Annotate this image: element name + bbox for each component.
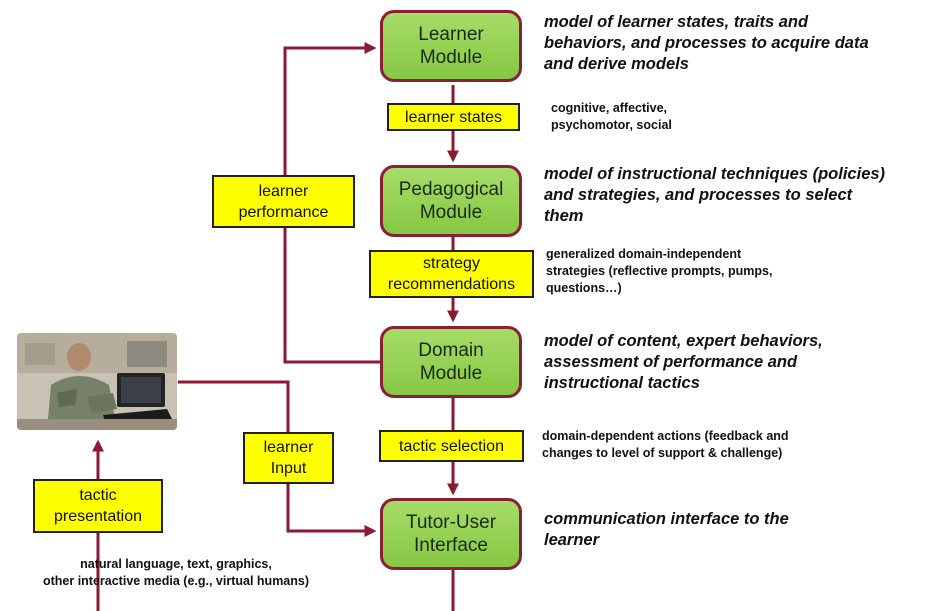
tactic-presentation-note: natural language, text, graphics, other … <box>42 557 310 588</box>
learner-photo <box>17 333 177 430</box>
domain-module-description: model of content, expert behaviors, asse… <box>544 332 823 392</box>
learner-performance-label: learner performance <box>212 175 355 228</box>
tutor-user-interface-module: Tutor-User Interface <box>380 498 522 570</box>
tactic-selection-label: tactic selection <box>379 430 524 462</box>
pedagogical-module-description: model of instructional techniques (polic… <box>544 165 886 225</box>
tactic-selection-note: domain-dependent actions (feedback and c… <box>542 429 789 460</box>
strategy-recommendations-note: generalized domain-independent strategie… <box>546 247 773 295</box>
tactic-presentation-label: tactic presentation <box>33 479 163 533</box>
learner-module-description: model of learner states, traits and beha… <box>544 13 869 73</box>
learner-input-label: learner Input <box>243 432 334 484</box>
pedagogical-module: Pedagogical Module <box>380 165 522 237</box>
learner-states-note: cognitive, affective, psychomotor, socia… <box>551 101 672 132</box>
learner-states-label: learner states <box>387 103 520 131</box>
strategy-recommendations-label: strategy recommendations <box>369 250 534 298</box>
tutor-user-description: communication interface to the learner <box>544 510 789 549</box>
learner-module: Learner Module <box>380 10 522 82</box>
domain-module: Domain Module <box>380 326 522 398</box>
